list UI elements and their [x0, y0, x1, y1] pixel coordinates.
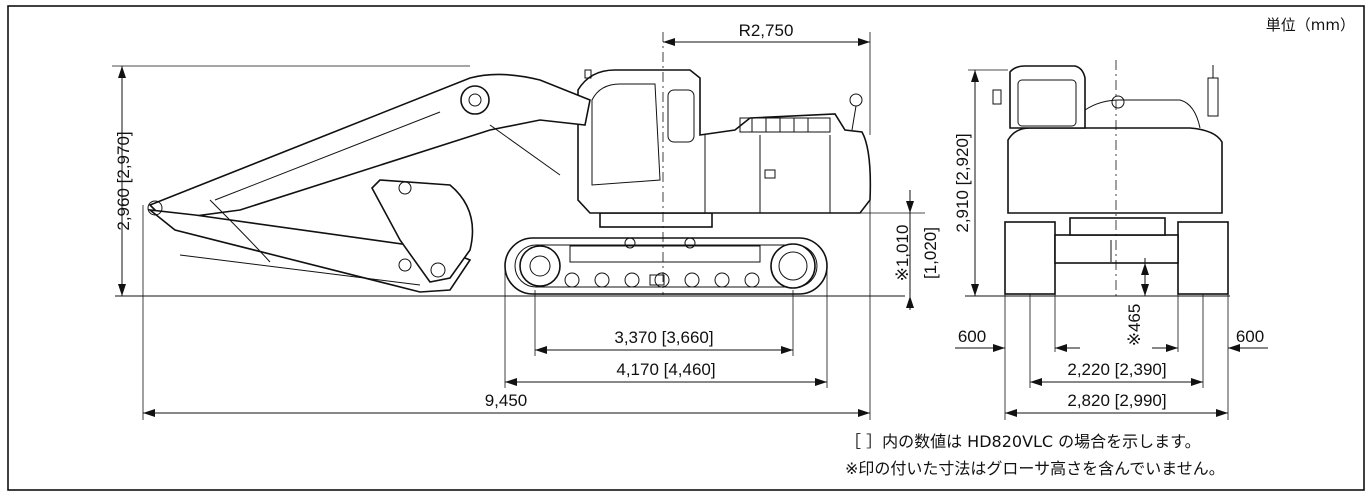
crawler-length-label: 4,170 [4,460] [616, 360, 715, 379]
upper-structure [577, 69, 872, 214]
side-view: R2,750 2,960 [2,970] ※1,010 [1,020] 3,37… [112, 21, 940, 420]
front-view: 2,910 [2,920] ※465 600 600 2,220 [2,390] [953, 60, 1268, 420]
front-swing-bearing [1069, 217, 1166, 236]
note-line-1: ［ ］内の数値は HD820VLC の場合を示します。 [845, 432, 1201, 451]
note-line-2: ※印の付いた寸法はグローサ高さを含んでいません。 [845, 459, 1225, 478]
swing-bearing [599, 212, 713, 228]
clearance-label: ※1,010 [893, 225, 912, 282]
boom [148, 73, 591, 221]
arm [147, 199, 472, 293]
clearance-alt-label: [1,020] [921, 227, 940, 279]
outer-frame [7, 5, 1365, 491]
swing-radius-label: R2,750 [739, 21, 794, 40]
shoe-width-right-label: 600 [1236, 327, 1264, 346]
car-body [1054, 234, 1179, 264]
overall-length-label: 9,450 [485, 391, 528, 410]
bucket [371, 179, 474, 283]
overall-height-label: 2,960 [2,970] [114, 131, 133, 230]
front-upper-body [1007, 127, 1223, 214]
ground-clearance-label: ※465 [1125, 304, 1144, 347]
shoe-width-left-label: 600 [958, 327, 986, 346]
left-track [1004, 221, 1056, 295]
unit-label: 単位（mm） [1266, 16, 1355, 34]
front-cab [1009, 65, 1086, 129]
track-gauge-label: 2,220 [2,390] [1067, 360, 1166, 379]
right-track [1177, 221, 1229, 295]
crawler-track [504, 237, 828, 295]
tumbler-distance-label: 3,370 [3,660] [614, 328, 713, 347]
cab-height-label: 2,910 [2,920] [953, 133, 972, 232]
overall-width-label: 2,820 [2,990] [1067, 391, 1166, 410]
